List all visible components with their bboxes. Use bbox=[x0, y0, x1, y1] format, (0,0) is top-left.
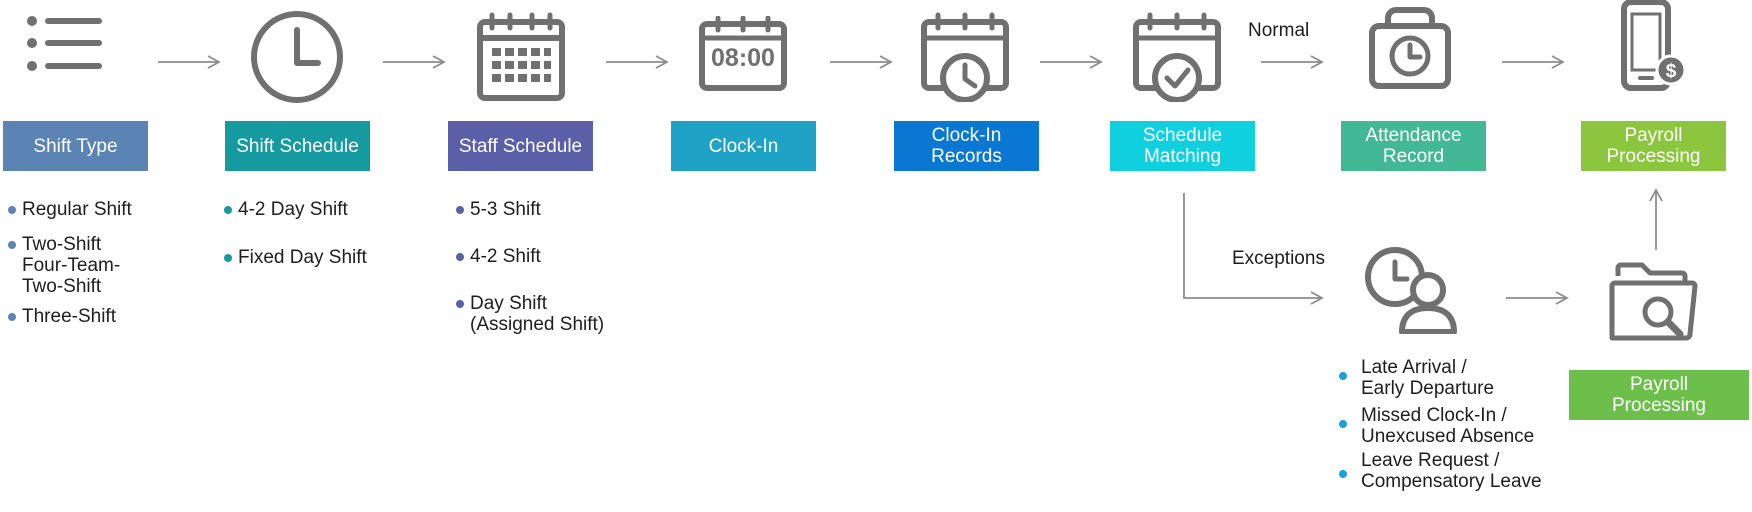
bullet-dot bbox=[224, 254, 232, 262]
list-item: Three-Shift bbox=[8, 306, 132, 327]
step-payroll-processing-bottom: Payroll Processing bbox=[1569, 370, 1749, 420]
calendar-check-icon bbox=[1132, 12, 1226, 102]
exceptions-label: Exceptions bbox=[1232, 248, 1325, 269]
step-label: Schedule Matching bbox=[1142, 125, 1223, 167]
list-item: 5-3 Shift bbox=[456, 199, 604, 220]
clock-icon bbox=[248, 8, 346, 106]
folder-search-icon bbox=[1608, 262, 1698, 346]
list-item: Two-Shift Four-Team- Two-Shift bbox=[8, 234, 132, 297]
step-label: Payroll Processing bbox=[1606, 125, 1701, 167]
step-staff-schedule: Staff Schedule bbox=[448, 121, 593, 171]
arrow-exceptions bbox=[1183, 193, 1324, 305]
list-icon bbox=[24, 14, 104, 76]
bullet-dot bbox=[8, 206, 16, 214]
step-payroll-processing-top: Payroll Processing bbox=[1581, 121, 1726, 171]
normal-label: Normal bbox=[1248, 20, 1310, 41]
step-shift-type: Shift Type bbox=[3, 121, 148, 171]
phone-dollar-icon: $ bbox=[1618, 0, 1688, 92]
bullet-dot bbox=[1339, 470, 1347, 478]
list-item: Fixed Day Shift bbox=[224, 247, 367, 268]
step-label: Shift Schedule bbox=[236, 135, 359, 157]
step-label: Clock-In bbox=[708, 135, 779, 157]
bullet-dot bbox=[1339, 420, 1347, 428]
step-schedule-matching: Schedule Matching bbox=[1110, 121, 1255, 171]
list-item: Day Shift (Assigned Shift) bbox=[456, 293, 604, 335]
shift-type-list: Regular Shift Two-Shift Four-Team- Two-S… bbox=[8, 199, 132, 327]
list-item: Missed Clock-In / Unexcused Absence bbox=[1339, 405, 1542, 447]
bullet-dot bbox=[224, 206, 232, 214]
bullet-dot bbox=[456, 253, 464, 261]
bullet-dot bbox=[456, 300, 464, 308]
clock-in-time-text: 08:00 bbox=[711, 44, 775, 72]
step-attendance-record: Attendance Record bbox=[1341, 121, 1486, 171]
svg-text:$: $ bbox=[1666, 61, 1677, 82]
calendar-grid-icon bbox=[476, 12, 566, 102]
bullet-dot bbox=[8, 241, 16, 249]
list-item: Late Arrival / Early Departure bbox=[1339, 357, 1542, 399]
clock-lock-icon bbox=[1368, 4, 1452, 90]
step-label: Attendance Record bbox=[1365, 125, 1462, 167]
list-item: 4-2 Day Shift bbox=[224, 199, 367, 220]
step-label: Staff Schedule bbox=[458, 135, 583, 157]
list-item: Regular Shift bbox=[8, 199, 132, 220]
step-label: Clock-In Records bbox=[931, 125, 1002, 167]
shift-schedule-list: 4-2 Day Shift Fixed Day Shift bbox=[224, 199, 367, 268]
step-label: Payroll Processing bbox=[1612, 374, 1706, 416]
calendar-clock-icon bbox=[920, 12, 1014, 102]
clock-user-icon bbox=[1362, 244, 1458, 334]
step-shift-schedule: Shift Schedule bbox=[225, 121, 370, 171]
staff-schedule-list: 5-3 Shift 4-2 Shift Day Shift (Assigned … bbox=[456, 199, 604, 335]
list-item: Leave Request / Compensatory Leave bbox=[1339, 450, 1542, 492]
bullet-dot bbox=[456, 206, 464, 214]
bullet-dot bbox=[8, 313, 16, 321]
exception-list: Late Arrival / Early Departure Missed Cl… bbox=[1339, 357, 1542, 492]
step-label: Shift Type bbox=[33, 135, 118, 157]
step-clock-in: Clock-In bbox=[671, 121, 816, 171]
bullet-dot bbox=[1339, 372, 1347, 380]
list-item: 4-2 Shift bbox=[456, 246, 604, 267]
calendar-time-icon: 08:00 bbox=[698, 16, 788, 92]
step-clock-in-records: Clock-In Records bbox=[894, 121, 1039, 171]
